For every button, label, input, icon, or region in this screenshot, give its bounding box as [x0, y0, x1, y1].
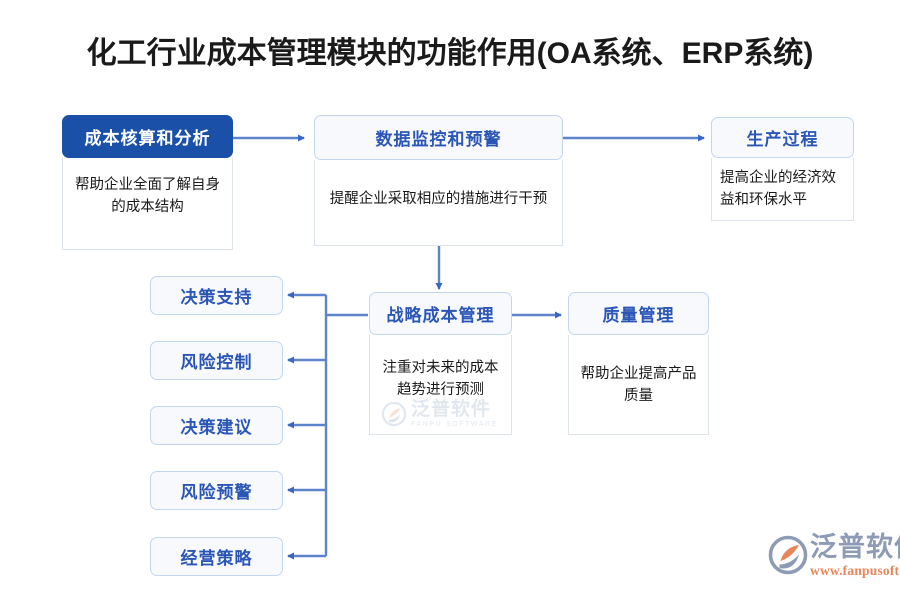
- node-cost-accounting-body: 帮助企业全面了解自身的成本结构: [62, 158, 233, 250]
- node-quality-header[interactable]: 质量管理: [568, 292, 709, 335]
- fanpu-logo-mark-icon: [768, 535, 808, 575]
- branch-item-risk-warning[interactable]: 风险预警: [150, 471, 283, 510]
- node-strategic-cost-title: 战略成本管理: [386, 306, 495, 325]
- branch-item-decision-advice[interactable]: 决策建议: [150, 406, 283, 445]
- node-quality-body: 帮助企业提高产品质量: [568, 335, 709, 435]
- branch-item-risk-control[interactable]: 风险控制: [150, 341, 283, 380]
- node-production-header[interactable]: 生产过程: [711, 117, 854, 158]
- branch-item-label: 决策建议: [180, 418, 253, 437]
- node-cost-accounting-header[interactable]: 成本核算和分析: [62, 115, 233, 158]
- node-production-body: 提高企业的经济效益和环保水平: [711, 158, 854, 221]
- fanpu-logo-cn: 泛普软件: [810, 532, 900, 562]
- branch-item-label: 决策支持: [180, 288, 253, 307]
- page-title: 化工行业成本管理模块的功能作用(OA系统、ERP系统): [86, 37, 814, 70]
- node-cost-accounting-title: 成本核算和分析: [84, 129, 211, 148]
- node-strategic-cost-body: 注重对未来的成本趋势进行预测: [369, 335, 512, 435]
- node-data-monitor-header[interactable]: 数据监控和预警: [314, 115, 563, 160]
- node-data-monitor-body: 提醒企业采取相应的措施进行干预: [314, 160, 563, 246]
- node-strategic-cost-header[interactable]: 战略成本管理: [369, 292, 512, 335]
- fanpu-logo-url: www.fanpusoft.com: [810, 563, 900, 578]
- node-quality-title: 质量管理: [602, 306, 675, 325]
- fanpu-logo: 泛普软件 www.fanpusoft.com: [768, 534, 900, 579]
- branch-item-label: 风险预警: [180, 483, 253, 502]
- branch-item-label: 风险控制: [180, 353, 253, 372]
- node-data-monitor-title: 数据监控和预警: [375, 130, 502, 149]
- branch-item-label: 经营策略: [180, 549, 253, 568]
- node-production-title: 生产过程: [746, 130, 819, 149]
- branch-item-decision-support[interactable]: 决策支持: [150, 276, 283, 315]
- branch-item-business-strategy[interactable]: 经营策略: [150, 537, 283, 576]
